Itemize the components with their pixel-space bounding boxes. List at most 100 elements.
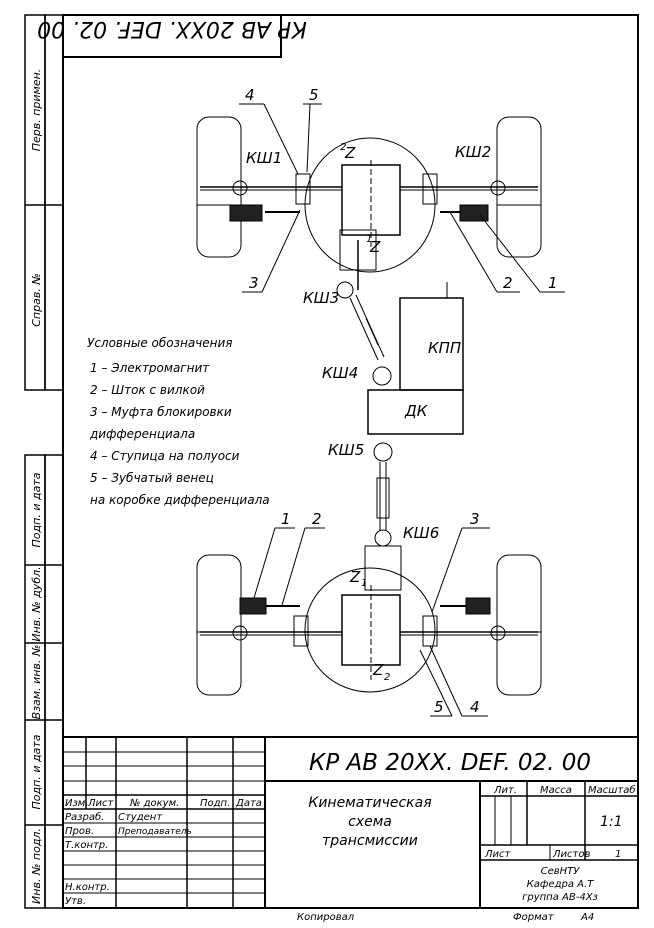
tb-name-student: Студент <box>118 812 163 823</box>
tb-sheet-label: Лист <box>484 849 512 860</box>
side-label-podp1: Подп. и дата <box>30 472 43 547</box>
tb-org-line2: Кафедра А.Т <box>527 879 595 890</box>
side-column <box>24 14 64 909</box>
tb-header-list: Лист <box>87 798 115 809</box>
gear-z2-bottom: Z <box>372 661 384 679</box>
tb-role-tkontr: Т.контр. <box>65 840 108 851</box>
side-label-sprav: Справ. № <box>30 273 43 327</box>
callout-top-1: 1 <box>548 274 558 292</box>
doc-title-line3: трансмиссии <box>322 833 418 849</box>
electromagnet-top-right <box>459 204 489 222</box>
legend-item: 4 – Ступица на полуоси <box>90 449 240 463</box>
title-block <box>63 736 638 909</box>
legend-title: Условные обозначения <box>87 336 233 350</box>
top-axle <box>196 116 542 290</box>
doc-title-line1: Кинематическая <box>308 795 431 811</box>
legend-item: 2 – Шток с вилкой <box>90 383 205 397</box>
tb-scale-label: Масштаб <box>588 784 636 796</box>
legend: Условные обозначения 1 – Электромагнит 2… <box>87 336 270 507</box>
stamp-box: КР АВ 20ХХ. DEF. 02. 00 <box>37 14 307 58</box>
gear-z1-bottom-sub: 1 <box>361 578 367 589</box>
cv-joint-ksh3 <box>336 281 354 299</box>
hub-left <box>295 173 311 205</box>
gearbox-label: КПП <box>428 339 461 357</box>
callout-top-4: 4 <box>245 86 255 104</box>
bottom-axle <box>196 545 542 696</box>
tb-mass-label: Масса <box>540 785 572 796</box>
callout-bottom-1: 1 <box>281 510 291 528</box>
propeller-shaft-front <box>349 294 385 361</box>
tb-role-nkontr: Н.контр. <box>65 882 110 893</box>
transfer-case-label: ДК <box>404 402 429 420</box>
electromagnet-top-left <box>229 204 263 222</box>
callout-bottom-2: 2 <box>312 510 322 528</box>
tb-org-line3: группа АВ-4Хз <box>522 892 598 903</box>
tb-sheets-count: 1 <box>615 849 621 860</box>
cv-joint-ksh4 <box>372 366 392 386</box>
cv-joint-left <box>232 180 248 196</box>
gear-z1-top: Z <box>369 238 381 256</box>
legend-item: 1 – Электромагнит <box>90 361 210 375</box>
gear-z2-top: Z <box>344 144 356 162</box>
transfer-case-dk <box>367 389 464 435</box>
side-label-podl: Инв. № подл. <box>30 828 43 904</box>
cv-joint-ksh5 <box>373 442 393 462</box>
hub-right <box>422 173 438 205</box>
tb-role-prov: Пров. <box>65 826 94 837</box>
legend-item: 3 – Муфта блокировки <box>90 405 232 419</box>
electromagnet-bottom-left <box>239 597 267 615</box>
tb-format-label: Формат <box>513 912 555 923</box>
gear-z1-bottom: Z <box>349 568 361 586</box>
doc-title-line2: схема <box>348 814 392 830</box>
callout-leaders-bottom <box>253 527 490 717</box>
callout-bottom-3: 3 <box>470 510 480 528</box>
cv-joint-right <box>490 180 506 196</box>
wheel-bottom-right <box>496 554 542 696</box>
title-block-code: КР АВ 20ХХ. DEF. 02. 00 <box>309 750 591 776</box>
tb-format-value: А4 <box>580 912 594 923</box>
wheel-bottom-left <box>196 554 242 696</box>
legend-item: дифференциала <box>89 427 195 441</box>
tb-header-sign: Подп. <box>200 798 230 809</box>
side-label-perv: Перв. примен. <box>30 69 43 152</box>
callout-bottom-5: 5 <box>434 698 444 716</box>
tb-org-line1: СевНТУ <box>541 866 581 877</box>
gear-z1-top-sub: 1 <box>366 234 372 245</box>
tb-header-date: Дата <box>235 798 262 809</box>
cv-joint-ksh6 <box>374 529 392 547</box>
tb-copied-label: Копировал <box>297 912 355 923</box>
joint-label-ksh5: КШ5 <box>328 441 364 459</box>
tb-role-utv: Утв. <box>65 896 86 907</box>
legend-item: 5 – Зубчатый венец <box>90 471 214 485</box>
joint-label-ksh3: КШ3 <box>303 289 339 307</box>
side-label-vzam: Взам. инв. № <box>30 645 43 720</box>
tb-header-doc: № докум. <box>129 798 179 809</box>
side-label-dubl: Инв. № дубл. <box>30 566 43 641</box>
joint-label-ksh6: КШ6 <box>403 524 439 542</box>
tb-header-izm: Изм. <box>65 798 89 809</box>
legend-item: на коробке дифференциала <box>90 493 270 507</box>
tb-sheets-label: Листов <box>552 849 590 860</box>
callout-top-3: 3 <box>249 274 259 292</box>
joint-label-ksh2: КШ2 <box>455 143 491 161</box>
gear-z2-top-sub: 2 <box>340 142 346 153</box>
stamp-code: КР АВ 20ХХ. DEF. 02. 00 <box>37 16 307 41</box>
callout-leaders-top <box>239 103 565 293</box>
diff-housing-bottom <box>304 567 436 693</box>
callout-top-5: 5 <box>309 86 319 104</box>
tb-lit-label: Лит. <box>493 785 517 796</box>
joint-label-ksh4: КШ4 <box>322 364 358 382</box>
electromagnet-bottom-right <box>465 597 491 615</box>
tb-role-razrab: Разраб. <box>65 811 104 823</box>
tb-name-teacher: Преподаватель <box>118 827 192 837</box>
side-label-podp2: Подп. и дата <box>30 734 43 809</box>
gear-z2-bottom-sub: 2 <box>384 672 390 683</box>
diff-housing-top <box>304 137 436 273</box>
joint-label-ksh1: КШ1 <box>246 149 282 167</box>
callout-top-2: 2 <box>503 274 513 292</box>
tb-scale-value: 1:1 <box>600 814 623 830</box>
propeller-shaft-rear <box>376 462 390 530</box>
callout-bottom-4: 4 <box>470 698 480 716</box>
